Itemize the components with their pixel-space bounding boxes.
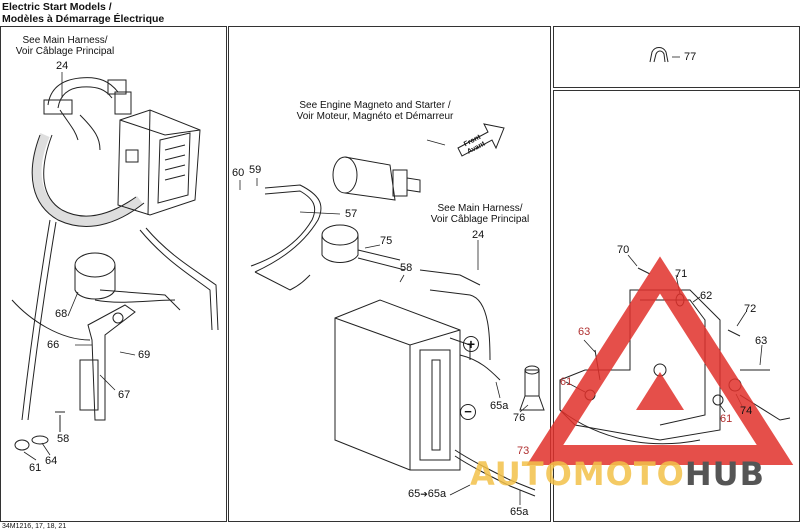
callout-62: 62	[700, 290, 713, 302]
bracket-left-drawing	[79, 304, 136, 421]
callout-73: 73	[517, 445, 530, 457]
callout-57: 57	[345, 208, 358, 220]
callout-61-left: 61	[29, 462, 42, 474]
fuse-box-drawing	[117, 109, 201, 216]
callout-61-right-a: 61	[560, 376, 573, 388]
bolts-left-drawing	[14, 411, 65, 451]
callout-59: 59	[249, 164, 262, 176]
callout-74: 74	[740, 405, 753, 417]
front-arrow-icon	[457, 123, 505, 157]
diagram-title: Electric Start Models / Modèles à Démarr…	[2, 1, 164, 25]
relay-left-drawing	[74, 252, 181, 311]
callout-70: 70	[617, 244, 630, 256]
callout-60: 60	[232, 167, 245, 179]
watermark-logo: AUTOMOTOHUB	[470, 455, 766, 493]
callout-24-center: 24	[472, 229, 485, 241]
callout-71: 71	[675, 268, 688, 280]
callout-65a-lower: 65a	[510, 506, 529, 518]
callout-24-left: 24	[56, 60, 69, 72]
watermark-inner-triangle-icon	[636, 372, 684, 410]
starter-motor-drawing	[332, 156, 421, 201]
callout-65a-upper: 65a	[490, 400, 509, 412]
callout-75: 75	[380, 235, 393, 247]
note-main-harness-center: See Main Harness/Voir Câblage Principal	[430, 203, 530, 225]
callout-68: 68	[55, 308, 68, 320]
callout-77: 77	[684, 51, 697, 63]
callout-63-right: 63	[755, 335, 768, 347]
callout-76: 76	[513, 412, 526, 424]
main-harness-drawing	[11, 77, 219, 421]
negative-cable-drawing	[454, 449, 536, 497]
starter-cable-drawing	[250, 184, 322, 291]
watermark-triangle-icon	[526, 256, 794, 465]
reference-code: 34M1216, 17, 18, 21	[2, 523, 67, 530]
negative-terminal-symbol: −	[460, 404, 476, 420]
panel-left	[0, 26, 227, 522]
callout-58-left: 58	[57, 433, 70, 445]
callout-58-center: 58	[400, 262, 413, 274]
callout-67: 67	[118, 389, 131, 401]
callout-64: 64	[45, 455, 58, 467]
note-engine-magneto: See Engine Magneto and Starter /Voir Mot…	[296, 100, 454, 122]
positive-cable-drawing	[419, 269, 501, 381]
callout-61-right-b: 61	[720, 413, 733, 425]
title-line-1: Electric Start Models /	[2, 1, 112, 13]
positive-terminal-symbol: +	[463, 336, 479, 352]
callout-69: 69	[138, 349, 151, 361]
title-line-2: Modèles à Démarrage Électrique	[2, 13, 165, 25]
cap-drawing	[649, 47, 669, 63]
callout-72: 72	[744, 303, 757, 315]
callout-66: 66	[47, 339, 60, 351]
callout-63-left: 63	[578, 326, 591, 338]
battery-drawing	[334, 299, 471, 471]
solenoid-drawing	[321, 224, 406, 271]
callout-65-range: 65➔65a	[408, 488, 447, 500]
note-main-harness-left: See Main Harness/Voir Câblage Principal	[15, 35, 115, 57]
relay-center-drawing	[519, 365, 545, 411]
